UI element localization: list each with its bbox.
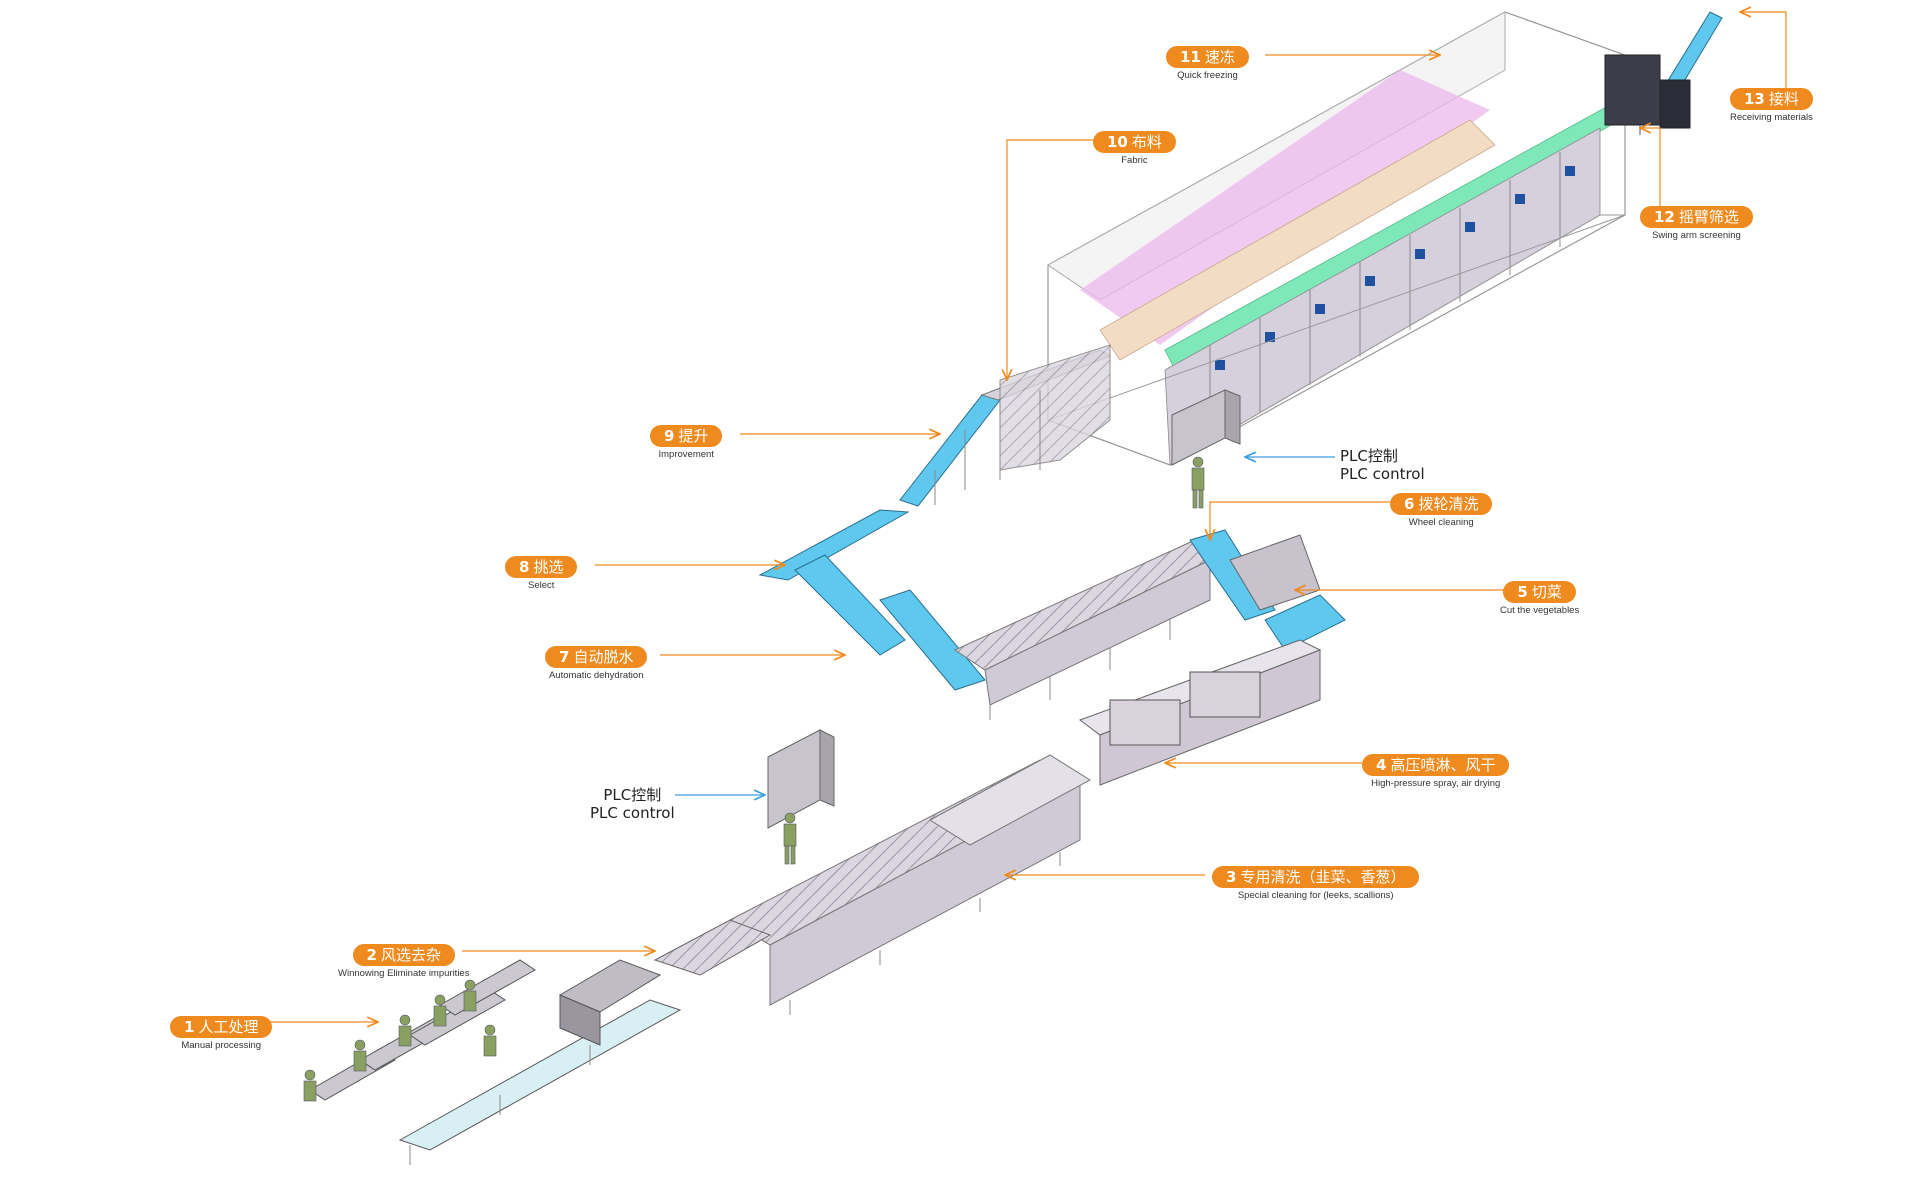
step-number: 11 [1180, 48, 1201, 66]
plc-label-cn: PLC控制 [1340, 447, 1398, 465]
step-name-en: High-pressure spray, air drying [1371, 778, 1501, 789]
step-name-cn: 布料 [1131, 133, 1162, 151]
middle-processing-loop [794, 529, 1346, 720]
step-name-en: Improvement [658, 449, 714, 460]
step-number: 1 [184, 1018, 195, 1036]
step-name-en: Special cleaning for (leeks, scallions) [1237, 890, 1394, 901]
plc-label-cn: PLC控制 [603, 786, 662, 804]
step-name-en: Winnowing Eliminate impurities [338, 968, 470, 979]
step-name-cn: 专用清洗（韭菜、香葱） [1240, 868, 1406, 886]
step-number: 4 [1376, 756, 1387, 774]
step-number: 2 [366, 946, 377, 964]
step-number: 9 [664, 427, 675, 445]
step-name-cn: 风选去杂 [380, 946, 441, 964]
step-name-cn: 摇臂筛选 [1678, 208, 1739, 226]
step-name-en: Select [528, 580, 555, 591]
plc-label-en: PLC control [590, 804, 675, 822]
special-cleaning-tanks [728, 754, 1091, 1015]
step-name-en: Swing arm screening [1652, 230, 1741, 241]
step-name-cn: 拨轮清洗 [1418, 495, 1479, 513]
receiving-conveyor [1604, 11, 1723, 135]
step-name-en: Receiving materials [1730, 112, 1813, 123]
step-number: 10 [1107, 133, 1128, 151]
step-name-cn: 自动脱水 [573, 648, 634, 666]
step-number: 6 [1404, 495, 1415, 513]
plc-leader-lines [675, 457, 1335, 795]
step-name-cn: 切菜 [1531, 583, 1562, 601]
step-number: 12 [1654, 208, 1675, 226]
step-name-en: Fabric [1121, 155, 1148, 166]
step-name-en: Quick freezing [1177, 70, 1238, 81]
step-number: 5 [1517, 583, 1528, 601]
plc-label-top: PLC控制 PLC control [1340, 447, 1425, 483]
plc-cabinet-center [767, 729, 835, 865]
step-name-cn: 高压喷淋、风干 [1390, 756, 1496, 774]
step-number: 8 [519, 558, 530, 576]
step-name-en: Manual processing [181, 1040, 262, 1051]
step-name-cn: 速冻 [1204, 48, 1235, 66]
winnowing-and-manual-stations [303, 919, 772, 1165]
lift-and-select-conveyors [758, 344, 1112, 581]
step-name-en: Cut the vegetables [1500, 605, 1580, 616]
step-name-en: Automatic dehydration [548, 670, 644, 681]
step-number: 7 [559, 648, 570, 666]
plc-label-en: PLC control [1340, 465, 1425, 483]
step-number: 13 [1744, 90, 1765, 108]
step-name-cn: 挑选 [533, 558, 564, 576]
quick-freezer [1046, 11, 1626, 509]
step-name-en: Wheel cleaning [1408, 517, 1474, 528]
spray-drying-machine [1078, 639, 1322, 786]
step-name-cn: 人工处理 [198, 1018, 259, 1036]
step-name-cn: 提升 [678, 427, 709, 445]
leader-lines [268, 12, 1787, 1022]
step-number: 3 [1226, 868, 1237, 886]
plc-label-center: PLC控制 PLC control [590, 786, 675, 822]
step-name-cn: 接料 [1768, 90, 1799, 108]
